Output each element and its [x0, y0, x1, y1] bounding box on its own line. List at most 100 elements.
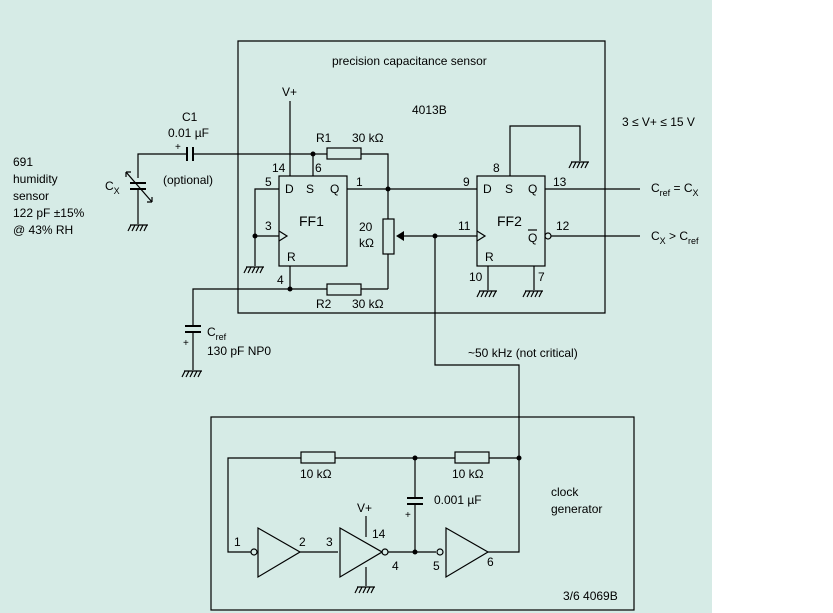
- inverter-ground-icon: [354, 586, 375, 594]
- clock-cap-plus-sign: +: [405, 510, 411, 521]
- ff1-s-pin-label: S: [306, 182, 314, 196]
- ff2-pin-9: 9: [463, 175, 470, 189]
- ff2-pin-11: 11: [458, 219, 471, 233]
- clock-feed-wire: [434, 236, 520, 458]
- ff2-pin-13: 13: [553, 175, 567, 189]
- c1-left-wire: [137, 153, 187, 178]
- ff1-r-pin-label: R: [287, 250, 296, 264]
- inverter1-input-bubble: [250, 548, 258, 556]
- c1-name: C1: [182, 110, 198, 124]
- pot-wiper-arrow: [396, 231, 404, 241]
- ff2-s-ground-icon: [568, 161, 589, 169]
- r1-to-pot-wire: [361, 153, 389, 219]
- cref-ground-icon: [181, 370, 202, 378]
- potentiometer-20k: [382, 218, 395, 255]
- cref-plus-sign: +: [183, 338, 189, 349]
- clock-r-left-value: 10 kΩ: [300, 467, 332, 481]
- ff2-s-wire: [509, 125, 581, 176]
- ff2-pin-10: 10: [469, 270, 483, 284]
- diagram-background: [0, 0, 712, 613]
- ff1-clock-triangle: [278, 230, 289, 242]
- svg-text:122 pF ±15%: 122 pF ±15%: [13, 206, 85, 220]
- clock-r-right-value: 10 kΩ: [452, 467, 484, 481]
- clock-r-left: [300, 451, 336, 464]
- ff2-s-pin-label: S: [505, 182, 513, 196]
- ff1-pin-14: 14: [272, 161, 286, 175]
- cref-top-wire: [192, 288, 327, 325]
- inv-pin-6: 6: [487, 555, 494, 569]
- ff2-r-pin-label: R: [485, 250, 494, 264]
- ff1-pin-5: 5: [265, 175, 272, 189]
- r2-resistor: [326, 283, 362, 296]
- svg-text:humidity: humidity: [13, 172, 58, 186]
- r2-name: R2: [316, 297, 332, 311]
- ff2-flipflop: [476, 175, 546, 267]
- inv-pin-4: 4: [392, 559, 399, 573]
- supply-range-label: 3 ≤ V+ ≤ 15 V: [622, 115, 695, 129]
- c1-optional: (optional): [163, 173, 213, 187]
- ff2-clock-triangle: [476, 230, 487, 242]
- inv-pin-5: 5: [433, 559, 440, 573]
- output-cx-greater-cref: CX > Cref: [651, 229, 699, 246]
- ff2-q-pin-label: Q: [528, 182, 537, 196]
- c1-plus-sign: +: [175, 142, 181, 153]
- ff1-vplus-label: V+: [282, 85, 297, 99]
- cref-label: Cref: [207, 325, 227, 342]
- inverter2-out-junction: [412, 549, 418, 555]
- r1-junction: [310, 151, 316, 157]
- clock-frequency-label: ~50 kHz (not critical): [468, 346, 578, 360]
- clock-feedback-wire: [227, 457, 301, 553]
- clock-generator-boundary: [210, 416, 635, 611]
- inverter1: [257, 526, 302, 579]
- sensor-ic-boundary: [237, 40, 606, 314]
- sensor-title: precision capacitance sensor: [332, 54, 487, 68]
- ff2-pin-12: 12: [556, 219, 570, 233]
- ff2-qbar-bubble: [544, 232, 552, 240]
- humidity-sensor-description: 691 humidity sensor 122 pF ±15% @ 43% RH: [13, 155, 85, 237]
- cx-label: CX: [105, 179, 120, 196]
- ff1-d-pin-label: D: [285, 182, 294, 196]
- ic-4013b-label: 4013B: [412, 103, 447, 117]
- clock-r-right: [454, 451, 490, 464]
- r2-value: 30 kΩ: [352, 297, 384, 311]
- humidity-sensor-capacitor: [125, 171, 153, 224]
- inverter3-output-wire: [488, 458, 520, 553]
- ff1-pin-4: 4: [277, 273, 284, 287]
- inv-pin-14: 14: [372, 527, 386, 541]
- r1-name: R1: [316, 131, 332, 145]
- inv-pin-3: 3: [326, 535, 333, 549]
- inv-pin-1: 1: [234, 535, 241, 549]
- ff2-d-pin-label: D: [483, 182, 492, 196]
- r1-resistor: [326, 147, 362, 160]
- inv-pin-2: 2: [299, 535, 306, 549]
- ff1-q-pin-label: Q: [330, 182, 339, 196]
- ff2-label: FF2: [497, 213, 522, 229]
- ff2-r-ground-icon: [476, 290, 497, 298]
- svg-text:sensor: sensor: [13, 189, 49, 203]
- q-junction: [385, 186, 391, 192]
- inverter-vplus-label: V+: [357, 501, 372, 515]
- inverter3: [445, 526, 490, 579]
- c1-value: 0.01 µF: [168, 126, 209, 140]
- clock-cap-value: 0.001 µF: [434, 493, 482, 507]
- ff1-pin-1: 1: [356, 175, 363, 189]
- output-cref-equals-cx: Cref = CX: [651, 181, 699, 198]
- ff2-pin-8: 8: [493, 161, 500, 175]
- sensor-ground-icon: [127, 224, 148, 232]
- svg-text:@ 43% RH: @ 43% RH: [13, 223, 73, 237]
- clock-ic-label: 3/6 4069B: [563, 589, 618, 603]
- ff2-qbar-pin-label: Q: [528, 231, 537, 245]
- pot-value-number: 20: [359, 220, 373, 234]
- clock-title-2: generator: [551, 502, 602, 516]
- r1-value: 30 kΩ: [352, 131, 384, 145]
- inverter3-input-bubble: [436, 548, 444, 556]
- cref-value: 130 pF NP0: [207, 344, 271, 358]
- ff1-d-to-clk-wire: [254, 188, 279, 237]
- ff1-pin-6: 6: [315, 161, 322, 175]
- cref-capacitor: [185, 325, 201, 370]
- clock-title-1: clock: [551, 485, 579, 499]
- ff2-pin7-ground-icon: [522, 290, 543, 298]
- svg-text:691: 691: [13, 155, 33, 169]
